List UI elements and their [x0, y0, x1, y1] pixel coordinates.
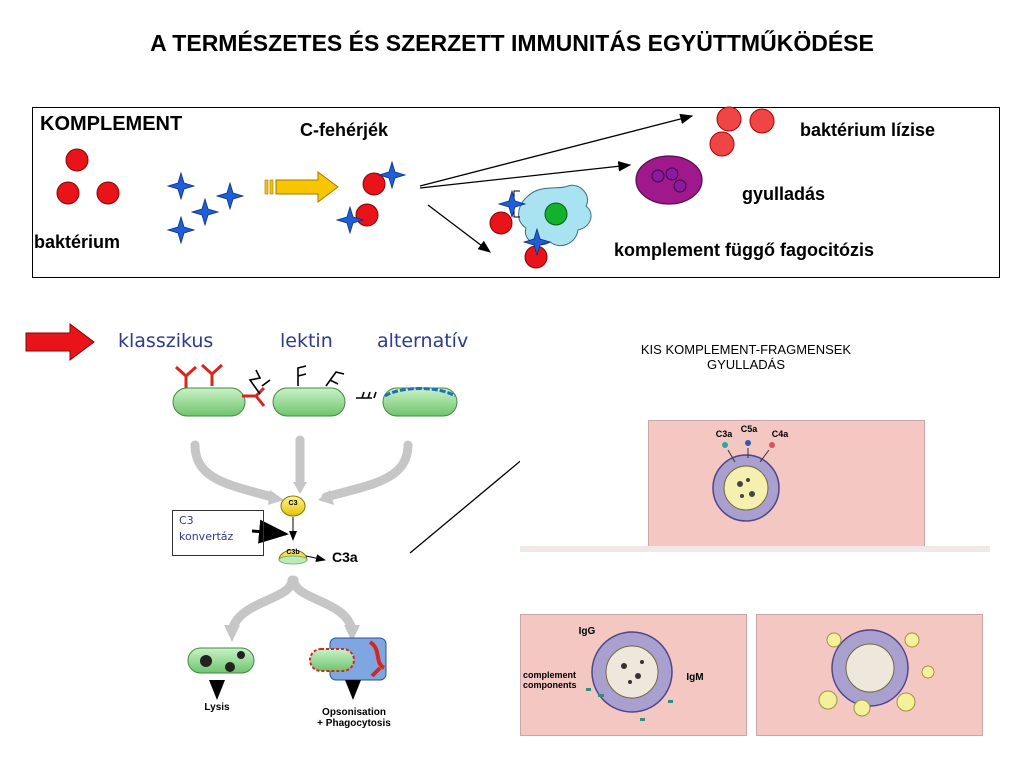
c3-convertase-box: C3 konvertáz — [172, 510, 264, 556]
mast-cell — [635, 155, 703, 205]
mac-pore — [200, 655, 212, 667]
blood-vessel-left — [591, 631, 673, 713]
c3-label: C3 — [288, 500, 298, 507]
complement-components-line1: complement — [523, 670, 577, 680]
c3-convertase-line1: C3 — [179, 514, 194, 527]
blood-vessel-right — [831, 629, 909, 707]
top-box-graphics — [56, 106, 775, 269]
yellow-arrow — [264, 171, 339, 203]
komplement-label: KOMPLEMENT — [40, 113, 183, 135]
opsonisation-label: Opsonisation + Phagocytosis — [300, 707, 408, 729]
diverging-arrows — [227, 575, 357, 635]
classical-pathway-label: klasszikus — [118, 330, 214, 352]
bacterium-cell — [489, 211, 513, 235]
c4a-fragment — [769, 442, 775, 448]
small-fragments-line2: GYULLADÁS — [706, 357, 786, 372]
inflammation-label: gyulladás — [742, 184, 826, 204]
complement-dots — [586, 688, 673, 721]
blood-vessel-top — [712, 454, 780, 522]
c3b-label: C3b — [286, 549, 300, 556]
panel-divider — [520, 546, 990, 552]
small-fragments-heading: KIS KOMPLEMENT-FRAGMENSEK GYULLADÁS — [606, 342, 886, 372]
small-fragments-line1: KIS KOMPLEMENT-FRAGMENSEK — [640, 342, 852, 357]
convertase-arrow — [251, 519, 289, 544]
bacterium-label: baktérium — [34, 232, 121, 252]
c4a-fragment-label: C4a — [771, 429, 789, 439]
alternative-coating — [384, 387, 456, 398]
opsonisation-line1: Opsonisation — [322, 707, 386, 718]
alternative-pathway-label: alternatív — [377, 330, 469, 352]
arrow-to-small-fragments — [409, 460, 520, 554]
igm-label: IgM — [686, 672, 704, 683]
classical-bacterium-pill — [172, 387, 246, 417]
lectin-pathway-label: lektin — [280, 330, 333, 352]
inflammatory-cells — [818, 632, 935, 717]
c-proteins-label: C-fehérjék — [300, 120, 389, 140]
lysed-bacterium — [749, 108, 775, 134]
c5a-fragment — [745, 440, 751, 446]
c3-protein — [280, 495, 306, 517]
arrow-to-inflammation — [419, 161, 632, 189]
arrow-to-lysis — [419, 113, 694, 187]
opsonisation-line2: + Phagocytosis — [317, 718, 391, 729]
lysed-bacterium — [716, 106, 742, 132]
c5a-fragment-label: C5a — [740, 424, 758, 434]
arrow-to-phagocytosis — [427, 204, 492, 253]
lectin-icons — [248, 365, 377, 399]
bacterium-cell — [96, 181, 120, 205]
c3a-release-arrow — [305, 554, 326, 563]
lysis-label: Lysis — [204, 702, 230, 713]
lysed-bacterium — [709, 131, 735, 157]
phagocytosis-label: komplement függő fagocitózis — [614, 240, 875, 260]
red-pointer-arrow — [25, 323, 95, 361]
pathway-diagram — [172, 363, 520, 700]
c3a-label: C3a — [332, 549, 358, 565]
bacterium-cell — [65, 148, 89, 172]
komplement-box — [32, 107, 1000, 278]
converging-arrows — [190, 435, 413, 502]
complement-components-line2: components — [523, 680, 577, 690]
bacterium-cell — [362, 172, 386, 196]
c3a-fragment-label: C3a — [715, 429, 733, 439]
fragment-arrows — [727, 448, 770, 463]
c3-convertase-line2: konvertáz — [179, 530, 234, 543]
receptor-icon — [368, 640, 386, 678]
c3a-fragment — [722, 442, 728, 448]
igg-label: IgG — [578, 626, 596, 637]
antibody-icons — [174, 363, 266, 407]
mac-pore — [225, 662, 235, 672]
complement-components-label: complement components — [523, 670, 587, 690]
opsonised-bacterium — [309, 648, 355, 672]
lysis-label: baktérium lízise — [800, 120, 936, 140]
mac-pore — [237, 651, 245, 659]
lectin-bacterium-pill — [272, 387, 346, 417]
bacterium-cell — [56, 181, 80, 205]
page-title: A TERMÉSZETES ÉS SZERZETT IMMUNITÁS EGYÜ… — [150, 30, 874, 56]
